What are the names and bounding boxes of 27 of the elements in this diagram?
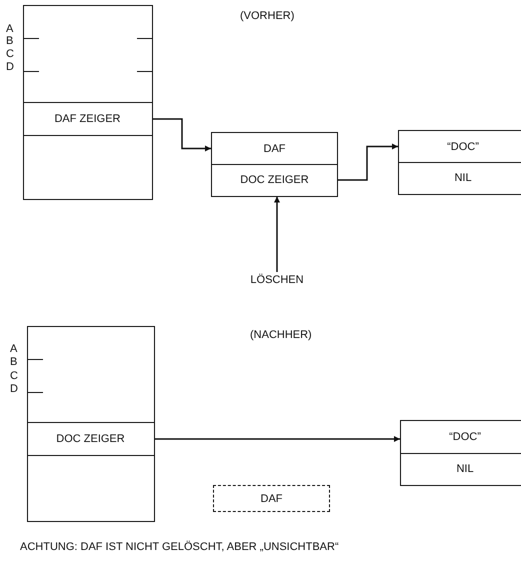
hidden-record: DAF bbox=[213, 485, 330, 512]
heading: (NACHHER) bbox=[250, 329, 312, 341]
row-letter: B bbox=[6, 35, 14, 47]
record-field: NIL bbox=[400, 452, 521, 486]
memory-block bbox=[27, 326, 155, 522]
record-field: NIL bbox=[398, 162, 521, 194]
record-field: DOC ZEIGER bbox=[211, 164, 338, 196]
arrow bbox=[153, 118, 211, 152]
row-letter: D bbox=[10, 383, 18, 395]
memory-block bbox=[23, 5, 153, 200]
heading: (VORHER) bbox=[240, 10, 294, 22]
row-letter: C bbox=[10, 370, 18, 382]
record-field: “DOC” bbox=[398, 130, 521, 163]
arrow bbox=[274, 196, 280, 272]
action-label: LÖSCHEN bbox=[247, 272, 307, 288]
record-field: DOC ZEIGER bbox=[26, 422, 154, 456]
row-letter: A bbox=[10, 343, 18, 355]
row-letter: B bbox=[10, 356, 18, 368]
arrow bbox=[338, 144, 398, 181]
row-letter: C bbox=[6, 48, 14, 60]
record-field: DAF ZEIGER bbox=[22, 102, 152, 136]
row-letter: D bbox=[6, 61, 14, 73]
row-letter: A bbox=[6, 23, 14, 35]
record-field: “DOC” bbox=[400, 420, 521, 454]
note: ACHTUNG: DAF IST NICHT GELÖSCHT, ABER „UNSICHTBAR“ bbox=[20, 541, 339, 553]
arrow bbox=[155, 436, 400, 442]
record-field: DAF bbox=[211, 132, 338, 165]
